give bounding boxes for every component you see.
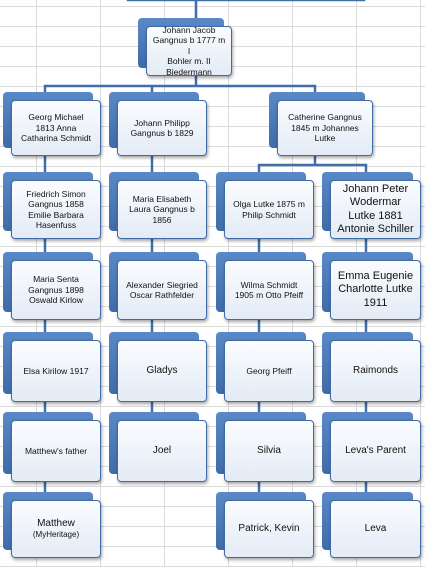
node-label: Patrick, Kevin	[238, 522, 300, 534]
node-georg-michael[interactable]: Georg Michael 1813 Anna Catharina Schmid…	[3, 92, 101, 156]
node-label: Matthew's father	[24, 445, 88, 456]
node-label: Johann Jacob Gangnus b 1777 m I Bohler m…	[152, 25, 226, 77]
node-matthews-father[interactable]: Matthew's father	[3, 412, 101, 482]
node-maria-senta[interactable]: Maria Senta Gangnus 1898 Oswald Kirlow	[3, 252, 101, 320]
node-johann-jacob[interactable]: Johann Jacob Gangnus b 1777 m I Bohler m…	[138, 18, 232, 77]
node-alexander-siegried[interactable]: Alexander Siegried Oscar Rathfelder	[109, 252, 207, 320]
node-label: Johann Peter Wodermar Lutke 1881 Antonie…	[337, 182, 414, 235]
node-elsa-kirilow[interactable]: Elsa Kirilow 1917	[3, 332, 101, 402]
node-label: Johann Philipp Gangnus b 1829	[130, 117, 194, 138]
connector	[257, 153, 368, 178]
node-label: Elsa Kirilow 1917	[23, 365, 89, 376]
node-silvia[interactable]: Silvia	[216, 412, 314, 482]
node-label: Gladys	[146, 364, 178, 376]
node-label: Georg Pfeiff	[246, 365, 292, 376]
node-label: Alexander Siegried Oscar Rathfelder	[126, 279, 198, 300]
node-johann-philipp[interactable]: Johann Philipp Gangnus b 1829	[109, 92, 207, 156]
node-label: Maria Senta Gangnus 1898 Oswald Kirlow	[28, 274, 84, 306]
node-emma-eugenie[interactable]: Emma Eugenie Charlotte Lutke 1911	[322, 252, 421, 320]
node-joel[interactable]: Joel	[109, 412, 207, 482]
node-label: Olga Lutke 1875 m Philip Schmidt	[233, 199, 305, 220]
node-catherine-gangnus[interactable]: Catherine Gangnus 1845 m Johannes Lutke	[269, 92, 373, 156]
node-label: Emma Eugenie Charlotte Lutke 1911	[337, 269, 414, 309]
node-note: (MyHeritage)	[32, 530, 80, 540]
node-levas-parent[interactable]: Leva's Parent	[322, 412, 421, 482]
node-label: Raimonds	[352, 364, 399, 376]
node-johann-peter[interactable]: Johann Peter Wodermar Lutke 1881 Antonie…	[322, 172, 421, 239]
node-leva[interactable]: Leva	[322, 492, 421, 558]
node-georg-pfeiff[interactable]: Georg Pfeiff	[216, 332, 314, 402]
node-raimonds[interactable]: Raimonds	[322, 332, 421, 402]
node-label: Leva's Parent	[345, 444, 406, 456]
node-gladys[interactable]: Gladys	[109, 332, 207, 402]
node-olga-lutke[interactable]: Olga Lutke 1875 m Philip Schmidt	[216, 172, 314, 239]
node-maria-elisabeth[interactable]: Maria Elisabeth Laura Gangnus b 1856	[109, 172, 207, 239]
node-label: Catherine Gangnus 1845 m Johannes Lutke	[288, 112, 362, 144]
node-label: Matthew	[37, 518, 75, 530]
connector	[126, 0, 366, 22]
node-patrick-kevin[interactable]: Patrick, Kevin	[216, 492, 314, 558]
node-label: Maria Elisabeth Laura Gangnus b 1856	[129, 193, 195, 225]
node-label: Leva	[364, 522, 387, 534]
node-friedrich-simon[interactable]: Friedrich Simon Gangnus 1858 Emilie Barb…	[3, 172, 101, 239]
node-label: Friedrich Simon Gangnus 1858 Emilie Barb…	[26, 188, 86, 230]
node-label: Georg Michael 1813 Anna Catharina Schmid…	[21, 112, 91, 144]
node-matthew[interactable]: Matthew (MyHeritage)	[3, 492, 101, 558]
node-label: Joel	[152, 444, 172, 456]
node-wilma-schmidt[interactable]: Wilma Schmidt 1905 m Otto Pfeiff	[216, 252, 314, 320]
node-label: Wilma Schmidt 1905 m Otto Pfeiff	[234, 279, 304, 300]
node-label: Silvia	[257, 444, 281, 456]
